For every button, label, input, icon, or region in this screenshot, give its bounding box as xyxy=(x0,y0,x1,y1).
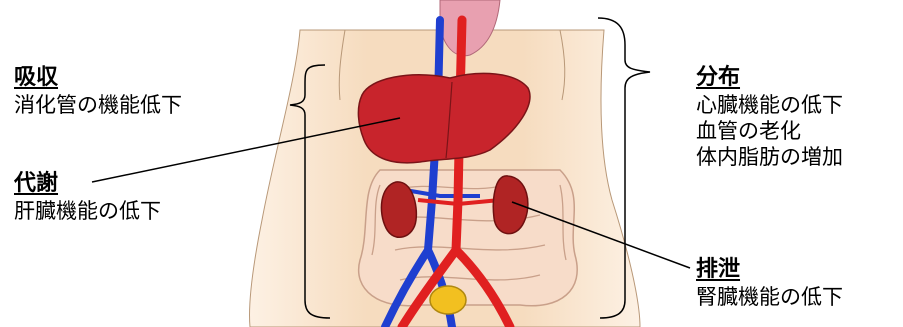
label-excretion: 排泄 腎臓機能の低下 xyxy=(696,256,843,310)
distribution-line-1: 心臓機能の低下 xyxy=(696,92,843,118)
absorption-line-1: 消化管の機能低下 xyxy=(14,92,182,118)
metabolism-title: 代謝 xyxy=(14,170,161,198)
distribution-line-3: 体内脂肪の増加 xyxy=(696,144,843,170)
bladder xyxy=(430,286,466,314)
excretion-title: 排泄 xyxy=(696,256,843,284)
kidney-left xyxy=(381,182,416,237)
distribution-line-2: 血管の老化 xyxy=(696,118,843,144)
label-metabolism: 代謝 肝臓機能の低下 xyxy=(14,170,161,224)
excretion-line-1: 腎臓機能の低下 xyxy=(696,284,843,310)
kidney-right xyxy=(493,176,528,234)
distribution-title: 分布 xyxy=(696,64,843,92)
label-absorption: 吸収 消化管の機能低下 xyxy=(14,64,182,118)
label-distribution: 分布 心臓機能の低下 血管の老化 体内脂肪の増加 xyxy=(696,64,843,170)
metabolism-line-1: 肝臓機能の低下 xyxy=(14,198,161,224)
absorption-title: 吸収 xyxy=(14,64,182,92)
